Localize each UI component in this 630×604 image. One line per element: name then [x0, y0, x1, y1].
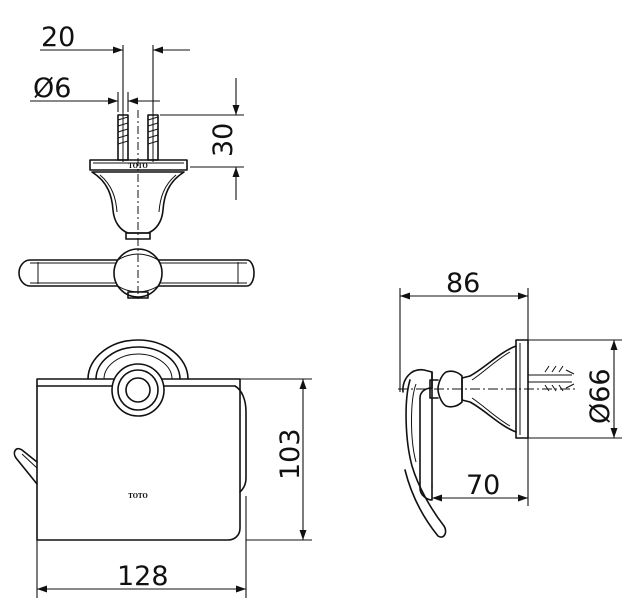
top-view-logo: TOTO	[128, 163, 147, 170]
dim-anchor-diameter: Ø6	[30, 73, 160, 112]
dim-width: 128	[36, 496, 247, 598]
front-hub	[111, 363, 165, 417]
dim-anchor-length: 30	[160, 78, 244, 200]
front-rosette	[87, 339, 189, 380]
side-anchors	[528, 365, 575, 392]
anchor-screw-left	[117, 112, 129, 162]
front-view: TOTO	[13, 339, 247, 541]
dim-height-label: 103	[275, 428, 306, 480]
bell-neck	[91, 171, 185, 240]
dim-depth-partial-label: 70	[466, 470, 500, 501]
dim-anchor-spacing: 20	[40, 22, 190, 112]
dim-flange-diameter-label: Ø66	[585, 368, 616, 424]
front-paper-tab	[13, 447, 38, 485]
dim-depth-partial: 70	[432, 438, 529, 506]
side-arm	[402, 368, 447, 538]
top-view: TOTO	[18, 110, 255, 300]
dim-anchor-spacing-label: 20	[41, 22, 75, 53]
front-view-logo: TOTO	[128, 493, 147, 500]
anchor-screw-right	[147, 112, 159, 162]
dim-height: 103	[240, 378, 312, 541]
dim-anchor-length-label: 30	[208, 123, 239, 157]
dim-anchor-diameter-label: Ø6	[33, 73, 71, 104]
dim-depth-total-label: 86	[446, 268, 480, 299]
dim-flange-diameter: Ø66	[528, 339, 622, 439]
dim-depth-total: 86	[399, 268, 529, 392]
dim-width-label: 128	[117, 561, 169, 592]
